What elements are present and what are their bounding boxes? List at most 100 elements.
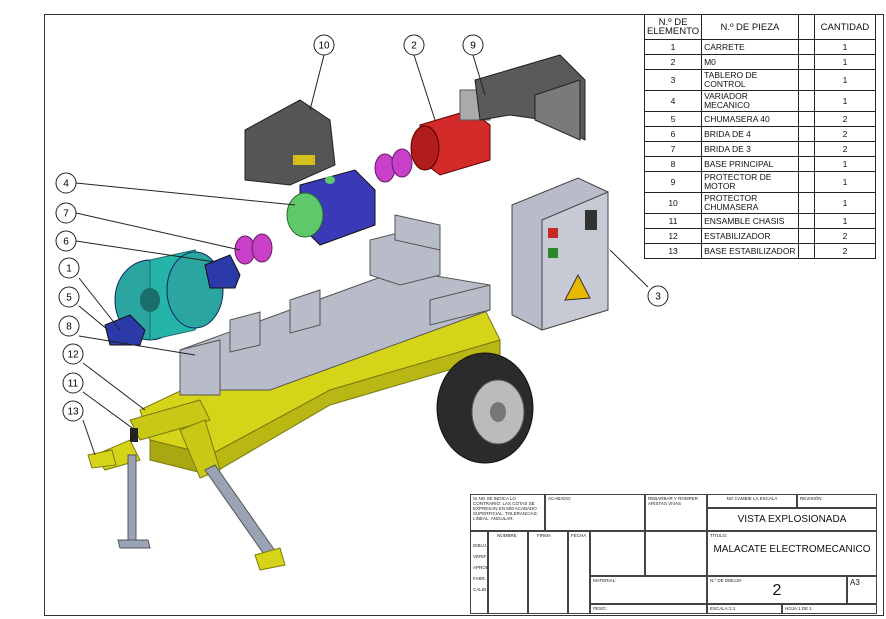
bridas: [234, 148, 413, 265]
bom-header-pieza: N.º DE PIEZA: [701, 14, 799, 40]
tb-escala: ESCALA:1:1: [707, 604, 782, 614]
balloon-label: 11: [68, 379, 79, 390]
bom-cell-cantidad: 1: [813, 90, 877, 112]
tb-nombre: NOMBRE: [497, 533, 517, 538]
bom-cell-pieza: VARIADOR MECANICO: [701, 90, 799, 112]
balloon-7: 7: [55, 202, 77, 224]
balloon-label: 4: [63, 179, 69, 190]
balloon-circle: [462, 34, 484, 56]
protector-chumasera: [244, 99, 336, 186]
bom-cell-pieza: CARRETE: [701, 39, 799, 55]
bom-header-elemento: N.º DE ELEMENTO: [643, 14, 703, 40]
balloon-11: 11: [62, 372, 84, 394]
bom-cell-cantidad: 1: [813, 54, 877, 70]
bom-cell-elemento: 9: [643, 171, 703, 193]
bom-header-cantidad: CANTIDAD: [813, 14, 877, 40]
bom-cell-elemento: 5: [643, 111, 703, 127]
balloon-leaders: [75, 54, 649, 456]
balloon-label: 7: [63, 209, 69, 220]
bom-cell-pieza: PROTECTOR DE MOTOR: [701, 171, 799, 193]
tb-fecha: FECHA: [571, 533, 587, 538]
balloon-4: 4: [55, 172, 77, 194]
balloon-label: 8: [66, 322, 72, 333]
bom-cell-pieza: TABLERO DE CONTROL: [701, 69, 799, 91]
motor: [410, 89, 491, 176]
tb-hoja: HOJA 1 DE 1: [782, 604, 877, 614]
bom-cell-pieza: PROTECTOR CHUMASERA: [701, 192, 799, 214]
bom-cell-cantidad: 2: [813, 141, 877, 157]
balloon-circle: [58, 257, 80, 279]
bom-cell-blank: [797, 192, 815, 214]
balloon-8: 8: [58, 315, 80, 337]
sheet-frame: [44, 14, 884, 616]
bom-cell-elemento: 3: [643, 69, 703, 91]
tb-nombre-col: NOMBRE: [488, 531, 528, 614]
bom-cell-cantidad: 2: [813, 228, 877, 244]
balloon-3: 3: [647, 285, 669, 307]
tb-view-title: VISTA EXPLOSIONADA: [707, 508, 877, 531]
bom-header-blank: [797, 14, 815, 40]
bom-cell-pieza: M0: [701, 54, 799, 70]
balloon-label: 1: [66, 264, 72, 275]
tb-role-calid: CALID.: [473, 587, 488, 592]
bom-cell-blank: [797, 243, 815, 259]
bom-cell-blank: [797, 213, 815, 229]
bom-cell-elemento: 4: [643, 90, 703, 112]
balloon-circle: [58, 286, 80, 308]
bom-cell-blank: [797, 39, 815, 55]
bom-cell-elemento: 10: [643, 192, 703, 214]
title-block: SI NO SE INDICA LO CONTRARIO: LAS COTAS …: [470, 494, 877, 614]
bom-cell-elemento: 8: [643, 156, 703, 172]
tb-role-aprob: APROB.: [473, 565, 487, 570]
balloon-2: 2: [403, 34, 425, 56]
tb-revision: REVISIÓN: [797, 494, 877, 508]
tb-titulo: MALACATE ELECTROMECANICO: [713, 544, 871, 555]
tb-firma-col: FIRMA: [528, 531, 568, 614]
balloon-circle: [62, 343, 84, 365]
bom-cell-cantidad: 1: [813, 192, 877, 214]
balloon-1: 1: [58, 257, 80, 279]
bom-cell-cantidad: 1: [813, 69, 877, 91]
bom-cell-cantidad: 2: [813, 126, 877, 142]
bom-cell-cantidad: 1: [813, 171, 877, 193]
balloon-circle: [313, 34, 335, 56]
tb-role-fabr: FABR.: [473, 576, 487, 581]
bom-cell-cantidad: 2: [813, 111, 877, 127]
protector-motor: [474, 54, 586, 141]
bom-cell-blank: [797, 90, 815, 112]
bom-cell-blank: [797, 228, 815, 244]
tb-ndibujo-box: N.º DE DIBUJO 2: [707, 576, 847, 604]
tb-peso: PESO:: [590, 604, 707, 614]
bom-cell-pieza: BASE ESTABILIZADOR: [701, 243, 799, 259]
balloon-circle: [403, 34, 425, 56]
balloon-circle: [55, 202, 77, 224]
bom-cell-elemento: 7: [643, 141, 703, 157]
balloon-circle: [62, 372, 84, 394]
balloon-label: 2: [411, 41, 417, 52]
balloon-10: 10: [313, 34, 335, 56]
balloon-label: 6: [63, 237, 69, 248]
tb-titulo-label: TÍTULO:: [710, 533, 728, 538]
balloon-13: 13: [62, 400, 84, 422]
tb-notes: SI NO SE INDICA LO CONTRARIO: LAS COTAS …: [470, 494, 545, 531]
wheel: [436, 352, 534, 464]
chumasera: [104, 254, 241, 346]
tb-no-cambie: NO CAMBIE LA ESCALA: [707, 494, 797, 508]
bom-cell-blank: [797, 126, 815, 142]
tb-blank-a: [590, 531, 645, 576]
balloon-circle: [647, 285, 669, 307]
tablero-control: [511, 177, 609, 331]
tb-fecha-col: FECHA: [568, 531, 590, 614]
bom-cell-pieza: ENSAMBLE CHASIS: [701, 213, 799, 229]
